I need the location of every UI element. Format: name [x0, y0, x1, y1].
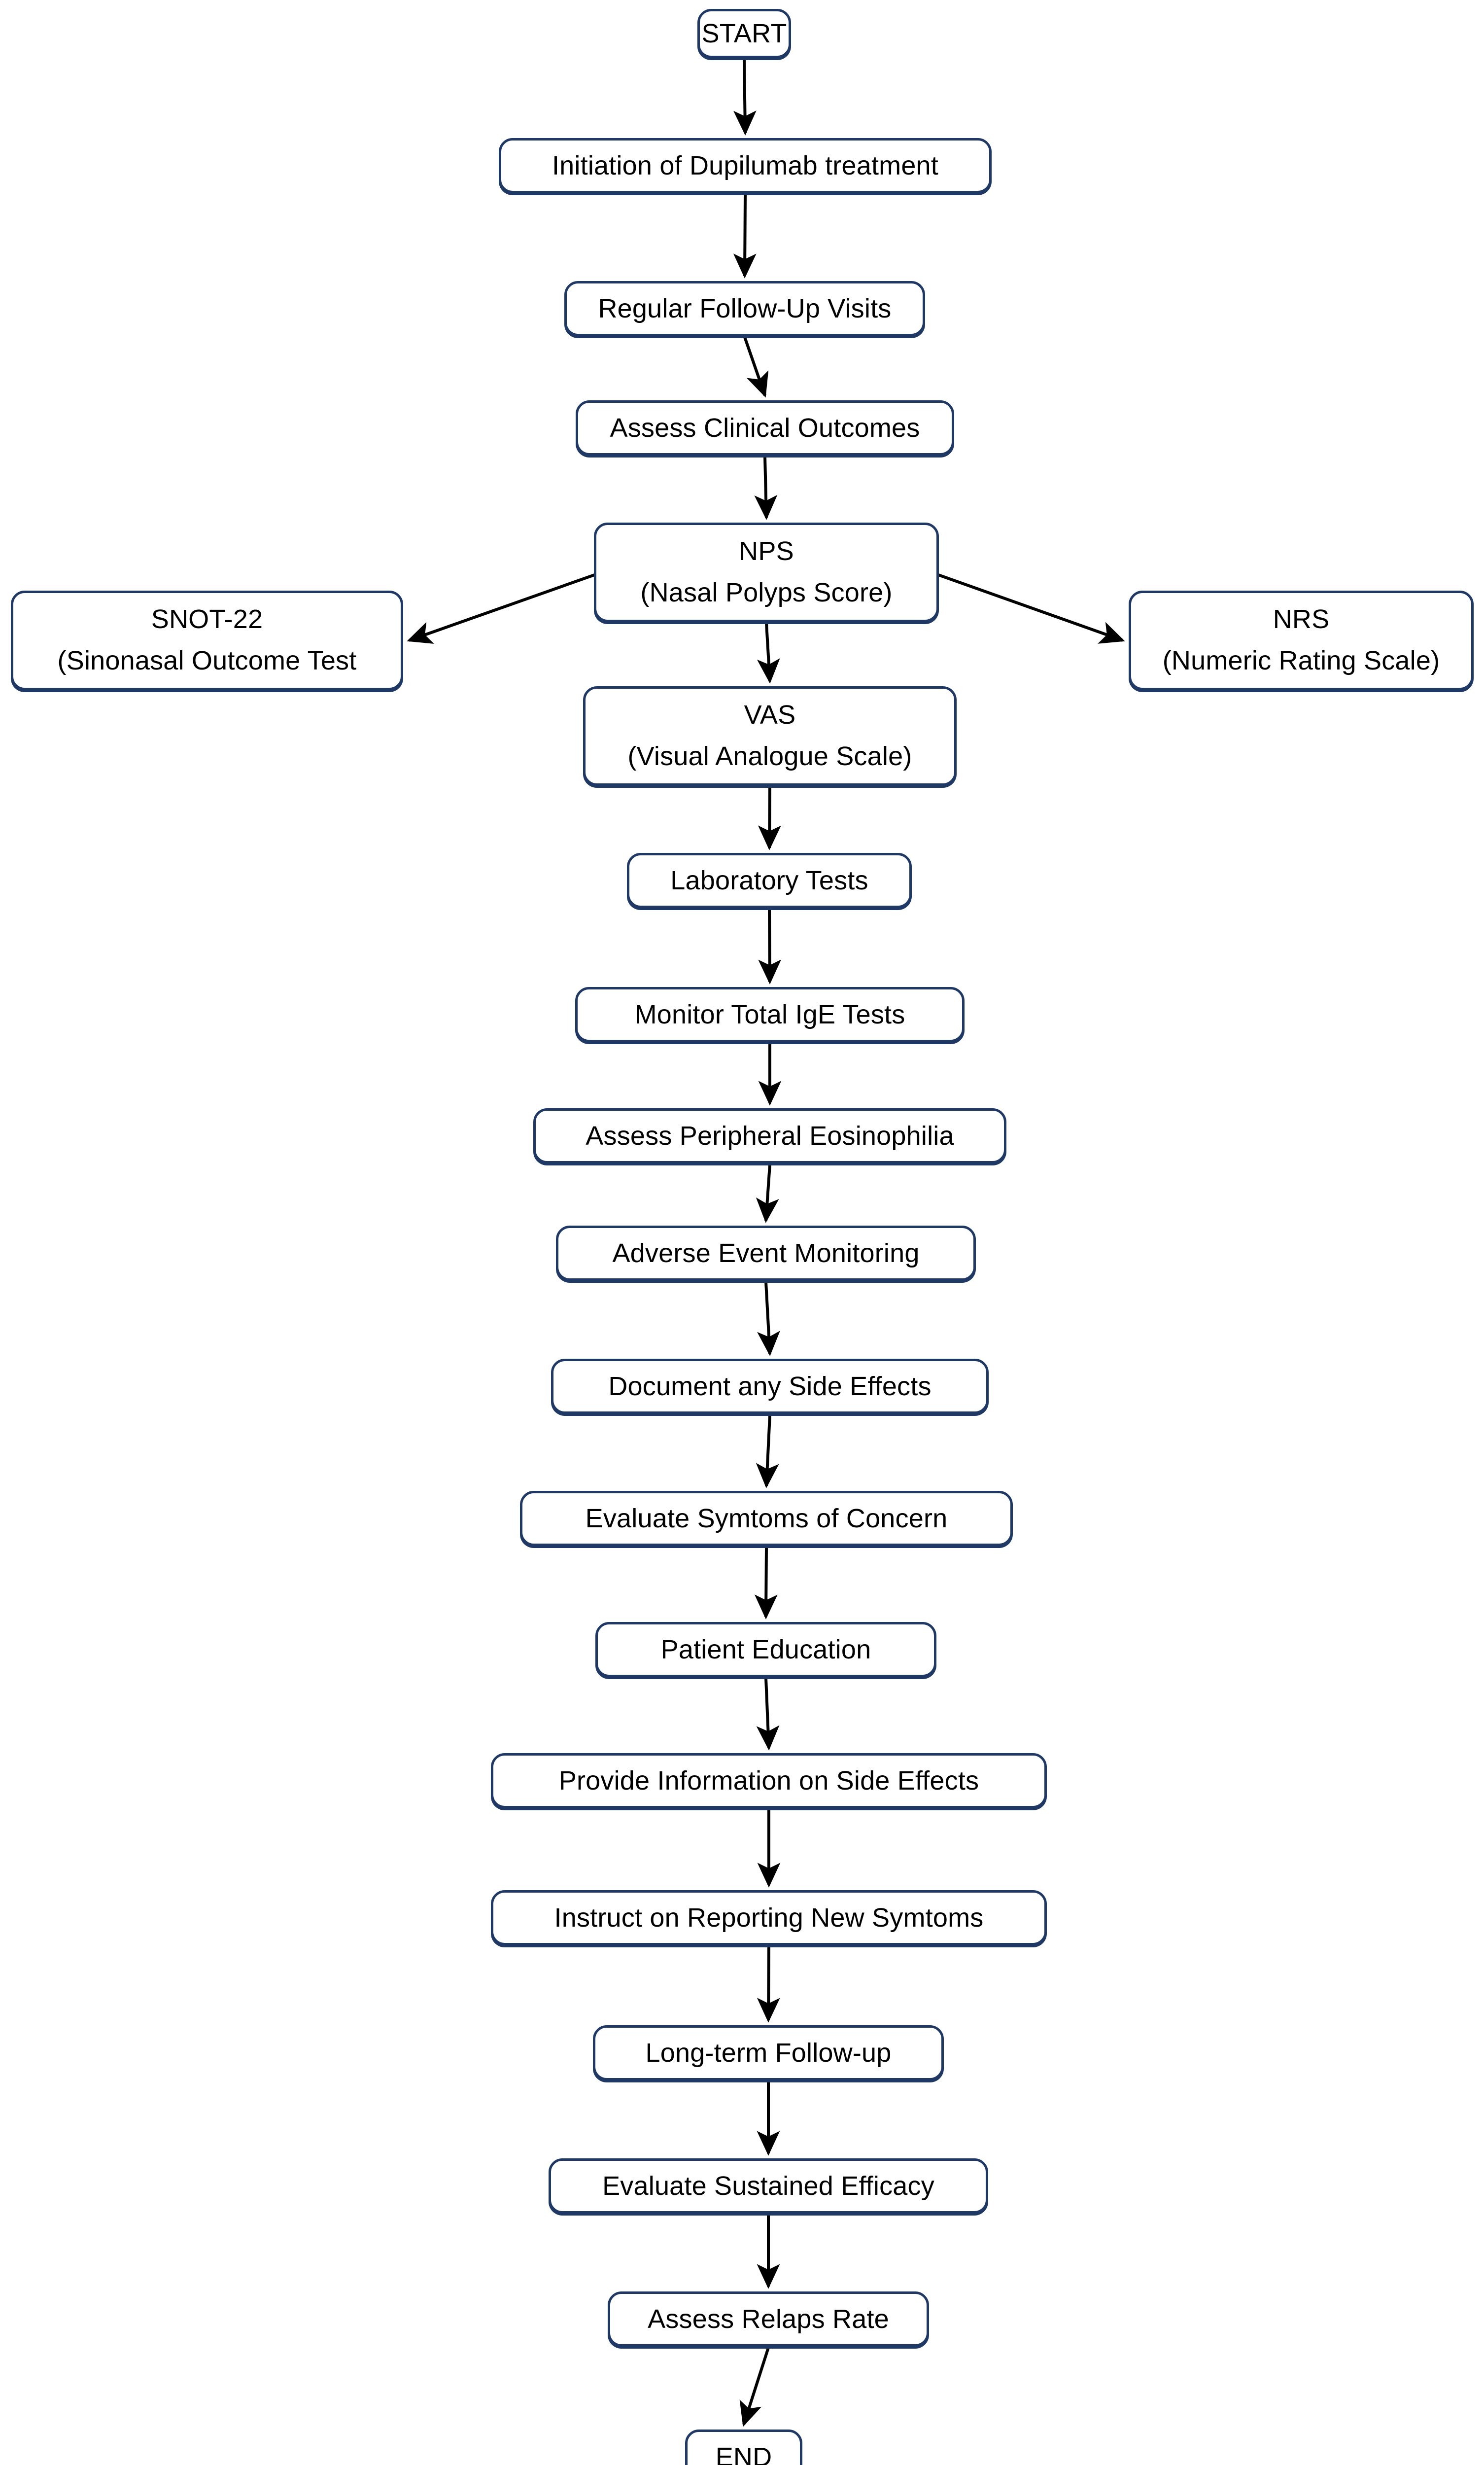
flow-node-label: Instruct on Reporting New Symtoms: [554, 1902, 984, 1933]
flow-node-label: Assess Peripheral Eosinophilia: [586, 1121, 954, 1151]
flow-node-label: Assess Relaps Rate: [648, 2304, 889, 2334]
flow-node-followup[interactable]: Regular Follow-Up Visits: [564, 281, 925, 336]
flow-node-sublabel: (Numeric Rating Scale): [1162, 646, 1440, 675]
flow-node-label: Evaluate Symtoms of Concern: [585, 1503, 948, 1533]
flow-node-label: Monitor Total IgE Tests: [634, 999, 905, 1029]
flow-node-sublabel: (Sinonasal Outcome Test: [57, 646, 357, 675]
flow-edge-eosinophilia-to-adverse: [756, 1164, 779, 1223]
flow-node-initiation[interactable]: Initiation of Dupilumab treatment: [499, 138, 992, 193]
flow-node-label: Regular Follow-Up Visits: [598, 293, 892, 323]
flow-edge-nps-to-snot22: [407, 573, 596, 644]
flow-node-label: Long-term Follow-up: [645, 2038, 892, 2068]
flow-edge-reporting-to-longterm: [757, 1946, 780, 2023]
flow-node-reporting[interactable]: Instruct on Reporting New Symtoms: [491, 1890, 1047, 1945]
flow-node-vas[interactable]: VAS (Visual Analogue Scale): [583, 686, 957, 786]
flow-node-nps[interactable]: NPS (Nasal Polyps Score): [594, 523, 939, 622]
flow-node-label: Patient Education: [660, 1634, 871, 1664]
flow-edge-relaps-to-end: [739, 2347, 770, 2427]
flow-node-label: Initiation of Dupilumab treatment: [552, 150, 938, 180]
flow-node-assess[interactable]: Assess Clinical Outcomes: [576, 400, 954, 456]
flow-edge-vas-to-labtests: [758, 786, 781, 850]
flow-node-label: Document any Side Effects: [608, 1371, 932, 1401]
flow-node-label: START: [701, 18, 787, 48]
flow-node-end[interactable]: END: [685, 2430, 802, 2465]
flow-node-label: Provide Information on Side Effects: [558, 1765, 979, 1796]
flow-node-adverse[interactable]: Adverse Event Monitoring: [556, 1226, 976, 1281]
flow-edge-sideeffects-to-symtoms: [756, 1414, 779, 1488]
flow-node-label: NRS: [1273, 604, 1330, 634]
flow-edge-nps-to-vas: [757, 623, 780, 684]
flow-edge-followup-to-assess: [743, 337, 769, 398]
flow-edge-assess-to-nps: [754, 456, 778, 520]
flow-node-label: Laboratory Tests: [670, 865, 868, 895]
flow-node-snot22[interactable]: SNOT-22 (Sinonasal Outcome Test: [11, 591, 403, 690]
flow-node-longterm[interactable]: Long-term Follow-up: [593, 2025, 944, 2080]
flow-node-label: Assess Clinical Outcomes: [610, 413, 920, 443]
flow-edge-adverse-to-sideeffects: [757, 1281, 780, 1356]
flow-node-education[interactable]: Patient Education: [595, 1622, 936, 1677]
flow-node-efficacy[interactable]: Evaluate Sustained Efficacy: [549, 2158, 988, 2214]
flow-node-provideinfo[interactable]: Provide Information on Side Effects: [491, 1753, 1047, 1808]
flow-edge-education-to-provideinfo: [756, 1678, 780, 1751]
flow-node-relaps[interactable]: Assess Relaps Rate: [608, 2291, 929, 2347]
flow-node-label: NPS: [739, 536, 794, 566]
flow-node-sublabel: (Visual Analogue Scale): [627, 741, 912, 771]
flow-node-ige[interactable]: Monitor Total IgE Tests: [575, 987, 965, 1042]
flow-node-sublabel: (Nasal Polyps Score): [640, 578, 893, 607]
flow-node-label: SNOT-22: [151, 604, 263, 634]
flow-node-labtests[interactable]: Laboratory Tests: [627, 853, 912, 908]
flow-node-eosinophilia[interactable]: Assess Peripheral Eosinophilia: [533, 1108, 1006, 1163]
flow-node-label: Adverse Event Monitoring: [612, 1238, 920, 1268]
flow-edge-start-to-initiation: [733, 59, 757, 136]
flow-node-sideeffects[interactable]: Document any Side Effects: [551, 1359, 989, 1414]
flow-node-start[interactable]: START: [697, 9, 791, 58]
flow-node-symtoms[interactable]: Evaluate Symtoms of Concern: [520, 1491, 1013, 1546]
flow-edge-nps-to-nrs: [936, 573, 1125, 644]
flow-node-label: END: [715, 2442, 772, 2465]
flow-node-label: Evaluate Sustained Efficacy: [602, 2171, 934, 2201]
flow-node-label: VAS: [744, 700, 796, 730]
flow-edge-labtests-to-ige: [758, 909, 782, 985]
flow-node-nrs[interactable]: NRS (Numeric Rating Scale): [1129, 591, 1474, 690]
